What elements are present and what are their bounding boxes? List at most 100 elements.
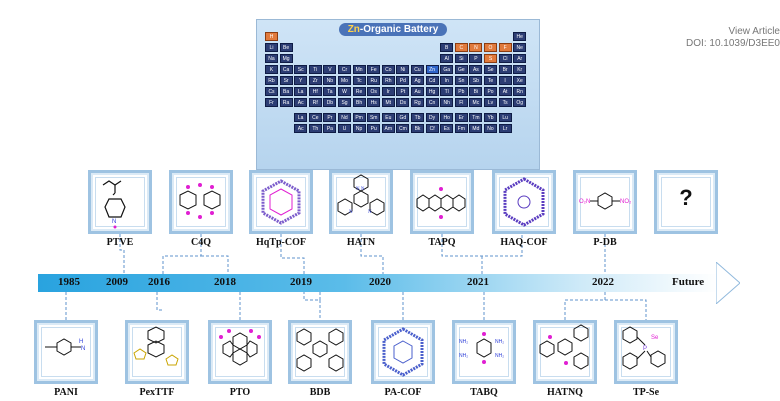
haq-cof-structure-icon [503,177,545,227]
element-ti: Ti [308,65,322,74]
tabq-nh2-tr: NH₂ [495,339,504,345]
element-cr: Cr [338,65,351,74]
material-card-hatn: N N N N [329,170,393,234]
material-card-tapq [410,170,474,234]
element-pm: Pm [352,113,366,122]
element-bk: Bk [411,124,424,133]
element-hf: Hf [308,87,322,96]
tabq-nh2-tl: NH₂ [459,339,468,345]
element-y: Y [294,76,308,85]
element-at: At [498,87,512,96]
element-f: F [498,43,512,52]
element-fl: Fl [454,98,468,107]
element-ru: Ru [367,76,381,85]
year-2020: 2020 [369,276,391,288]
element-la: La [294,87,308,96]
connector-line [201,255,229,274]
tapq-structure-icon [416,187,466,219]
element-ce: Ce [308,113,322,122]
element-zr: Zr [308,76,322,85]
label-hatn: HATN [346,237,376,248]
element-li: Li [265,43,278,52]
element-db: Db [323,98,337,107]
tabq-nh2-br: NH₂ [495,353,504,359]
element-w: W [338,87,351,96]
connector-line [162,234,202,274]
year-2021: 2021 [467,276,489,288]
element-pa: Pa [323,124,337,133]
element-sr: Sr [279,76,293,85]
element-ca: Ca [279,65,293,74]
element-si: Si [454,54,468,63]
element-sb: Sb [469,76,483,85]
element-tl: Tl [440,87,454,96]
element-u: U [338,124,351,133]
material-card-pexttf [125,320,189,384]
element-in: In [440,76,454,85]
element-mn: Mn [352,65,366,74]
element-nb: Nb [323,76,337,85]
year-2022: 2022 [592,276,614,288]
element-rh: Rh [381,76,395,85]
element-no: No [484,124,497,133]
svg-text:NO₂: NO₂ [620,199,632,205]
connector-line [360,234,384,274]
element-ac: Ac [294,98,308,107]
element-rb: Rb [265,76,278,85]
element-hs: Hs [367,98,381,107]
material-card-hqtp-cof [249,170,313,234]
element-tb: Tb [411,113,424,122]
element-pb: Pb [454,87,468,96]
label-hqtp-cof: HqTp-COF [255,237,306,248]
element-au: Au [411,87,424,96]
element-og: Og [513,98,527,107]
label-pani: PANI [54,387,78,398]
label-tp-se: TP-Se [632,387,660,398]
pa-cof-structure-icon [382,327,424,377]
periodic-table-title: Zn-Organic Battery [339,23,447,36]
element-ba: Ba [279,87,293,96]
element-cf: Cf [425,124,439,133]
label-c4q: C4Q [191,237,211,248]
element-k: K [265,65,278,74]
svg-text:N: N [112,219,116,225]
element-sg: Sg [338,98,351,107]
label-ptve: PTVE [106,237,134,248]
element-he: He [513,32,527,41]
element-p: P [469,54,483,63]
ptve-structure-icon: N [102,180,126,229]
label-tabq: TABQ [470,387,498,398]
element-cd: Cd [425,76,439,85]
element-am: Am [381,124,395,133]
element-cs: Cs [265,87,278,96]
element-zn: Zn [425,65,439,74]
material-card-tabq: NH₂ NH₂ NH₂ NH₂ [452,320,516,384]
element-la: La [294,113,308,122]
pto-structure-icon [219,329,261,366]
element-ra: Ra [279,98,293,107]
element-mo: Mo [338,76,351,85]
element-re: Re [352,87,366,96]
element-ds: Ds [396,98,410,107]
connector-line [156,292,163,311]
element-eu: Eu [381,113,395,122]
connector-line [280,234,305,274]
element-dy: Dy [425,113,439,122]
element-sn: Sn [454,76,468,85]
p-db-structure-icon: O₂N NO₂ [579,192,632,210]
element-br: Br [498,65,512,74]
element-fr: Fr [265,98,278,107]
year-2009: 2009 [106,276,128,288]
year-2016: 2016 [148,276,170,288]
hatn-structure-icon: N N N N [337,174,385,216]
material-card-pto [208,320,272,384]
element-ir: Ir [381,87,395,96]
element-kr: Kr [513,65,527,74]
element-mc: Mc [469,98,483,107]
element-er: Er [454,113,468,122]
element-pr: Pr [323,113,337,122]
element-yb: Yb [484,113,497,122]
material-card-bdb [288,320,352,384]
